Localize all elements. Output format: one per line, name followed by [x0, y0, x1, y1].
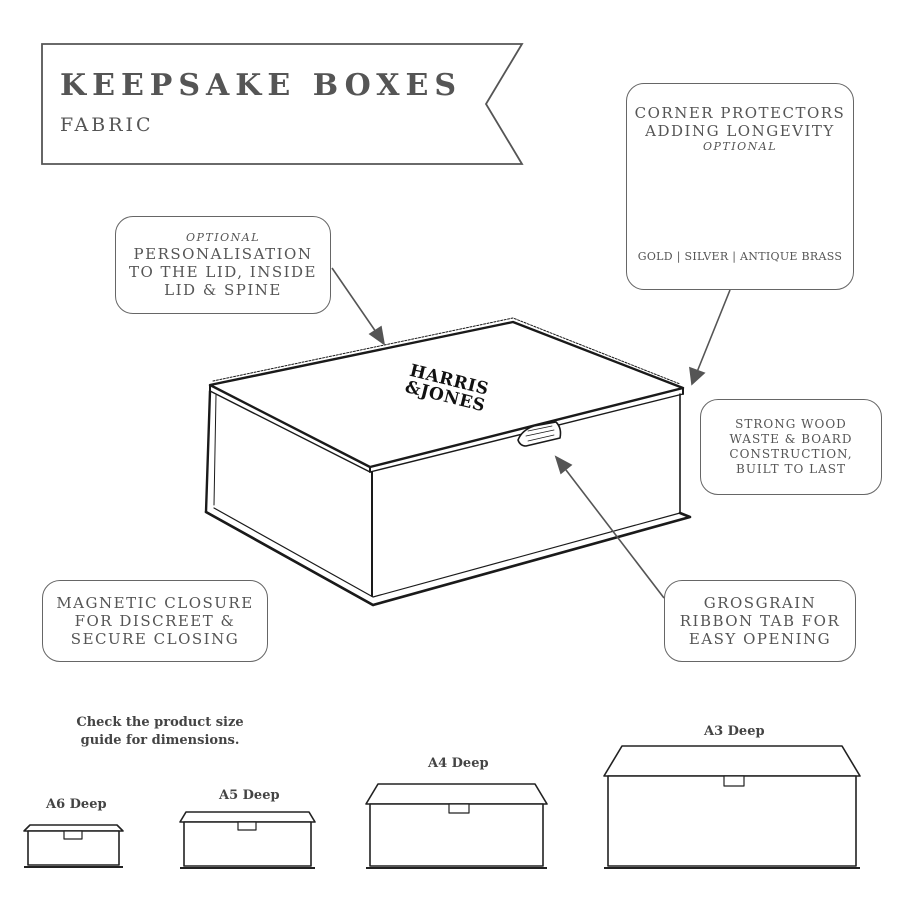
size-label-a5: A5 Deep	[219, 788, 280, 803]
size-guide-line-1: Check the product size	[76, 715, 244, 730]
magnetic-line-2: FOR DISCREET &	[74, 612, 236, 630]
personalisation-line-1: PERSONALISATION	[133, 245, 313, 263]
grosgrain-line-2: RIBBON TAB FOR	[679, 612, 841, 630]
size-boxes	[23, 745, 861, 869]
size-label-a3: A3 Deep	[704, 724, 765, 739]
grosgrain-callout: GROSGRAIN RIBBON TAB FOR EASY OPENING	[664, 580, 856, 662]
grosgrain-line-3: EASY OPENING	[688, 630, 832, 648]
magnetic-closure-callout: MAGNETIC CLOSURE FOR DISCREET & SECURE C…	[42, 580, 268, 662]
wood-line-1: STRONG WOOD	[735, 417, 847, 431]
corner-line-1: CORNER PROTECTORS	[634, 104, 846, 122]
size-label-a6: A6 Deep	[46, 797, 107, 812]
wood-construction-callout: STRONG WOOD WASTE & BOARD CONSTRUCTION, …	[700, 399, 882, 495]
box-a3	[603, 745, 861, 869]
personalisation-callout: OPTIONAL PERSONALISATION TO THE LID, INS…	[115, 216, 331, 314]
magnetic-line-1: MAGNETIC CLOSURE	[56, 594, 254, 612]
corner-line-2: ADDING LONGEVITY	[645, 122, 835, 140]
corner-optional: OPTIONAL	[703, 140, 777, 153]
size-guide-note: Check the product size guide for dimensi…	[60, 714, 260, 750]
main-box-illustration	[204, 317, 692, 607]
box-a5	[179, 811, 316, 869]
grosgrain-line-1: GROSGRAIN	[703, 594, 817, 612]
personalisation-line-3: LID & SPINE	[164, 281, 282, 299]
wood-line-3: CONSTRUCTION,	[729, 447, 853, 461]
callout-arrows	[331, 267, 731, 599]
banner-subtitle: FABRIC	[60, 114, 154, 136]
box-a4	[365, 783, 548, 869]
wood-line-4: BUILT TO LAST	[736, 462, 846, 476]
corner-protectors-callout: CORNER PROTECTORS ADDING LONGEVITY OPTIO…	[626, 83, 854, 290]
size-label-a4: A4 Deep	[428, 756, 489, 771]
personalisation-line-2: TO THE LID, INSIDE	[128, 263, 317, 281]
box-a6	[23, 824, 124, 868]
banner-title: KEEPSAKE BOXES	[60, 68, 463, 103]
corner-metals: GOLD | SILVER | ANTIQUE BRASS	[637, 250, 843, 263]
wood-line-2: WASTE & BOARD	[729, 432, 853, 446]
banner-outline	[41, 43, 524, 165]
personalisation-optional: OPTIONAL	[186, 231, 260, 244]
size-guide-line-2: guide for dimensions.	[80, 733, 240, 748]
magnetic-line-3: SECURE CLOSING	[70, 630, 240, 648]
